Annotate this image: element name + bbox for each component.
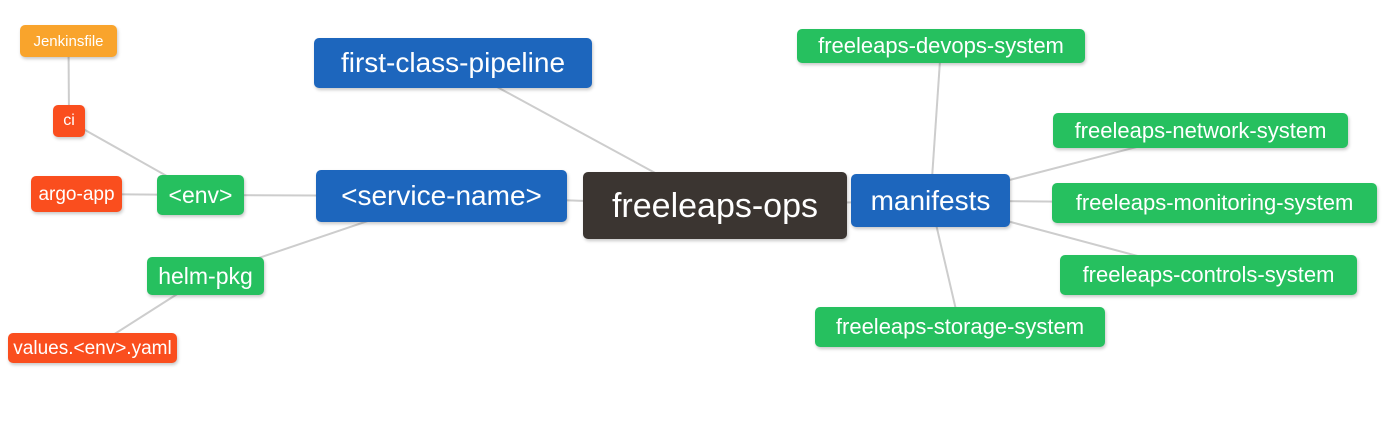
- node-freeleaps-storage-system[interactable]: freeleaps-storage-system: [815, 307, 1105, 347]
- node-freeleaps-ops[interactable]: freeleaps-ops: [583, 172, 847, 239]
- node-service-name[interactable]: <service-name>: [316, 170, 567, 222]
- node-first-class-pipeline[interactable]: first-class-pipeline: [314, 38, 592, 88]
- node-argo-app[interactable]: argo-app: [31, 176, 122, 212]
- node-freeleaps-devops-system[interactable]: freeleaps-devops-system: [797, 29, 1085, 63]
- node-freeleaps-monitoring-system[interactable]: freeleaps-monitoring-system: [1052, 183, 1377, 223]
- node-env[interactable]: <env>: [157, 175, 244, 215]
- node-values-env-yaml[interactable]: values.<env>.yaml: [8, 333, 177, 363]
- node-ci[interactable]: ci: [53, 105, 85, 137]
- node-manifests[interactable]: manifests: [851, 174, 1010, 227]
- node-freeleaps-controls-system[interactable]: freeleaps-controls-system: [1060, 255, 1357, 295]
- node-helm-pkg[interactable]: helm-pkg: [147, 257, 264, 295]
- node-jenkinsfile[interactable]: Jenkinsfile: [20, 25, 117, 57]
- node-freeleaps-network-system[interactable]: freeleaps-network-system: [1053, 113, 1348, 148]
